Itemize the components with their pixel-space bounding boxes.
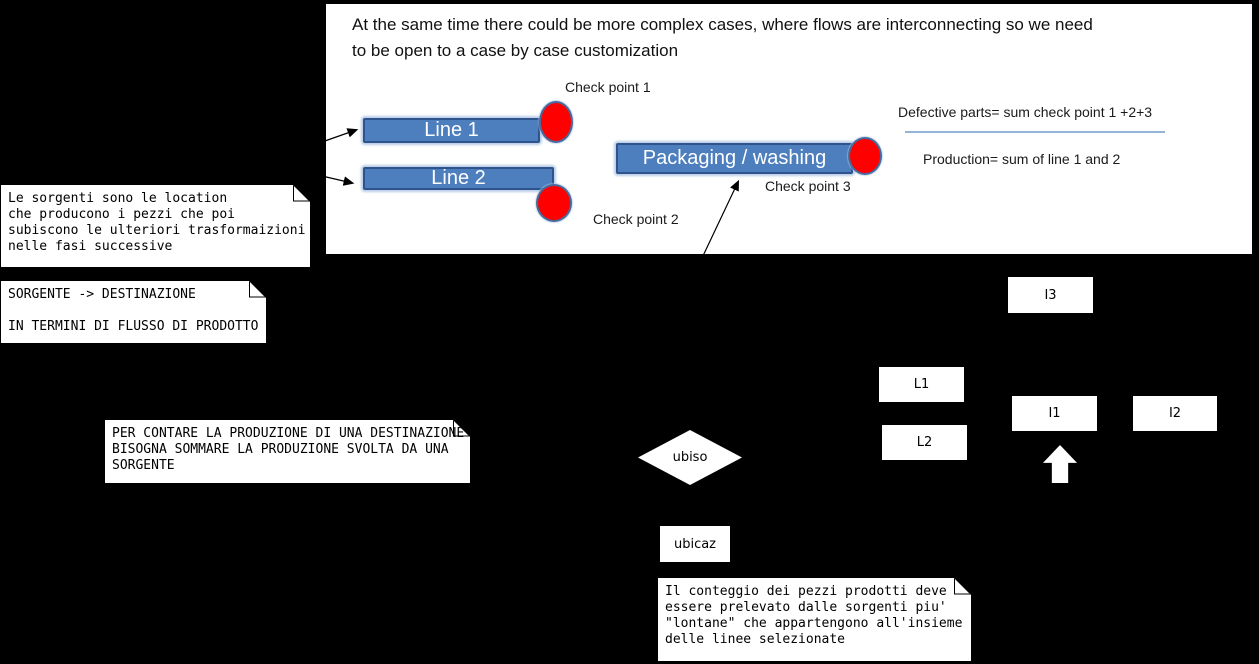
line-1-label: Line 1	[424, 119, 479, 141]
checkpoint-3-dot	[848, 137, 882, 175]
note-text: Il conteggio dei pezzi prodotti deve ess…	[665, 584, 963, 647]
node-i3-label: I3	[1044, 287, 1057, 303]
node-l1: L1	[879, 367, 964, 402]
node-l1-label: L1	[913, 377, 930, 392]
slide-title: At the same time there could be more com…	[352, 15, 1093, 60]
node-i2: I2	[1133, 396, 1217, 431]
packaging-washing-bar: Packaging / washing	[616, 143, 853, 174]
checkpoint-2-label: Check point 2	[593, 211, 679, 227]
note-text: PER CONTARE LA PRODUZIONE DI UNA DESTINA…	[112, 426, 465, 473]
line-2-bar: Line 2	[363, 167, 554, 190]
note-sorgente-destinazione: SORGENTE -> DESTINAZIONE IN TERMINI DI F…	[1, 281, 266, 343]
checkpoint-1-dot	[539, 101, 573, 143]
line-1-bar: Line 1	[363, 118, 540, 143]
note-sorgenti-location: Le sorgenti sono le location che produco…	[1, 185, 310, 267]
node-i2-label: I2	[1168, 406, 1182, 421]
defective-parts-formula: Defective parts= sum check point 1 +2+3	[898, 104, 1153, 120]
formula-divider-line	[905, 131, 1165, 133]
note-per-contare: PER CONTARE LA PRODUZIONE DI UNA DESTINA…	[105, 420, 470, 483]
line-2-label: Line 2	[431, 167, 486, 189]
node-ubicaz: ubicaz	[660, 526, 730, 562]
note-text: SORGENTE -> DESTINAZIONE IN TERMINI DI F…	[8, 287, 259, 334]
node-ubiso-label: ubiso	[672, 450, 708, 465]
note-text: Le sorgenti sono le location che produco…	[8, 191, 306, 254]
checkpoint-1-label: Check point 1	[565, 79, 651, 95]
checkpoint-3-label: Check point 3	[765, 178, 851, 194]
node-l2: L2	[882, 425, 967, 460]
production-formula: Production= sum of line 1 and 2	[923, 151, 1121, 167]
packaging-washing-label: Packaging / washing	[642, 147, 827, 169]
node-ubiso-diamond: ubiso	[638, 430, 742, 485]
node-i1-label: I1	[1048, 406, 1061, 421]
note-conteggio-pezzi: Il conteggio dei pezzi prodotti deve ess…	[658, 578, 971, 661]
node-ubicaz-label: ubicaz	[673, 536, 717, 552]
node-l2-label: L2	[916, 435, 933, 450]
node-i3: I3	[1008, 277, 1093, 313]
checkpoint-2-dot	[536, 184, 572, 222]
node-i1: I1	[1012, 396, 1097, 431]
slide-panel: At the same time there could be more com…	[326, 4, 1252, 254]
up-arrow-icon	[1043, 445, 1077, 483]
